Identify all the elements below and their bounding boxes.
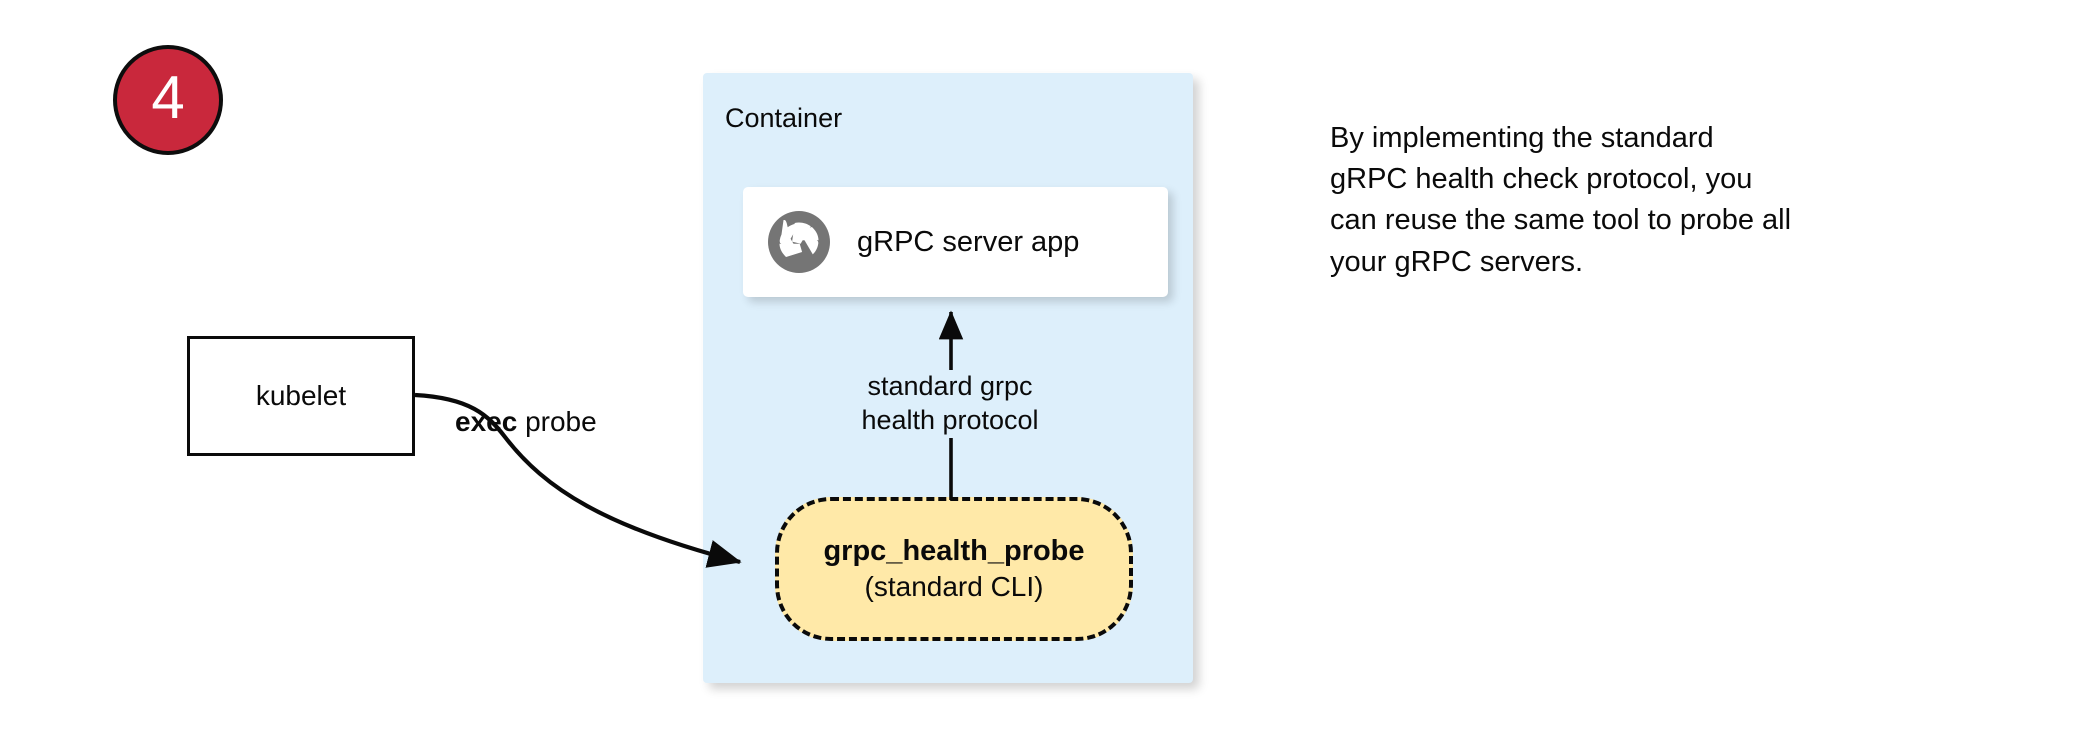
grpc-health-probe-subtitle: (standard CLI) xyxy=(864,570,1044,602)
kubelet-node: kubelet xyxy=(187,336,415,456)
grpc-health-probe-node: grpc_health_probe (standard CLI) xyxy=(775,497,1133,641)
health-protocol-edge-label-line2: health protocol xyxy=(810,403,1090,438)
grpc-server-app-label: gRPC server app xyxy=(857,225,1080,258)
grpc-health-probe-title: grpc_health_probe xyxy=(823,535,1085,568)
exec-probe-edge-label-rest: probe xyxy=(517,406,597,437)
kubelet-label: kubelet xyxy=(255,380,347,411)
exec-probe-edge-label-bold: exec xyxy=(455,406,518,437)
side-note-line-2: gRPC health check protocol, you xyxy=(1330,163,1753,196)
container-label: Container xyxy=(725,103,843,133)
exec-probe-edge-label: exec probe xyxy=(455,404,597,439)
step-number-label: 4 xyxy=(151,64,185,131)
health-protocol-edge-label: standard grpc health protocol xyxy=(810,370,1090,438)
side-note-line-4: your gRPC servers. xyxy=(1330,245,1584,278)
side-note: By implementing the standard gRPC health… xyxy=(1330,118,1930,283)
side-note-line-3: can reuse the same tool to probe all xyxy=(1330,204,1792,237)
step-number-badge: 4 xyxy=(113,45,223,155)
side-note-line-1: By implementing the standard xyxy=(1330,122,1714,154)
health-protocol-edge-label-line1: standard grpc xyxy=(810,370,1090,404)
grpc-server-app-node: gRPC server app xyxy=(743,187,1168,297)
aperture-icon xyxy=(768,211,830,273)
